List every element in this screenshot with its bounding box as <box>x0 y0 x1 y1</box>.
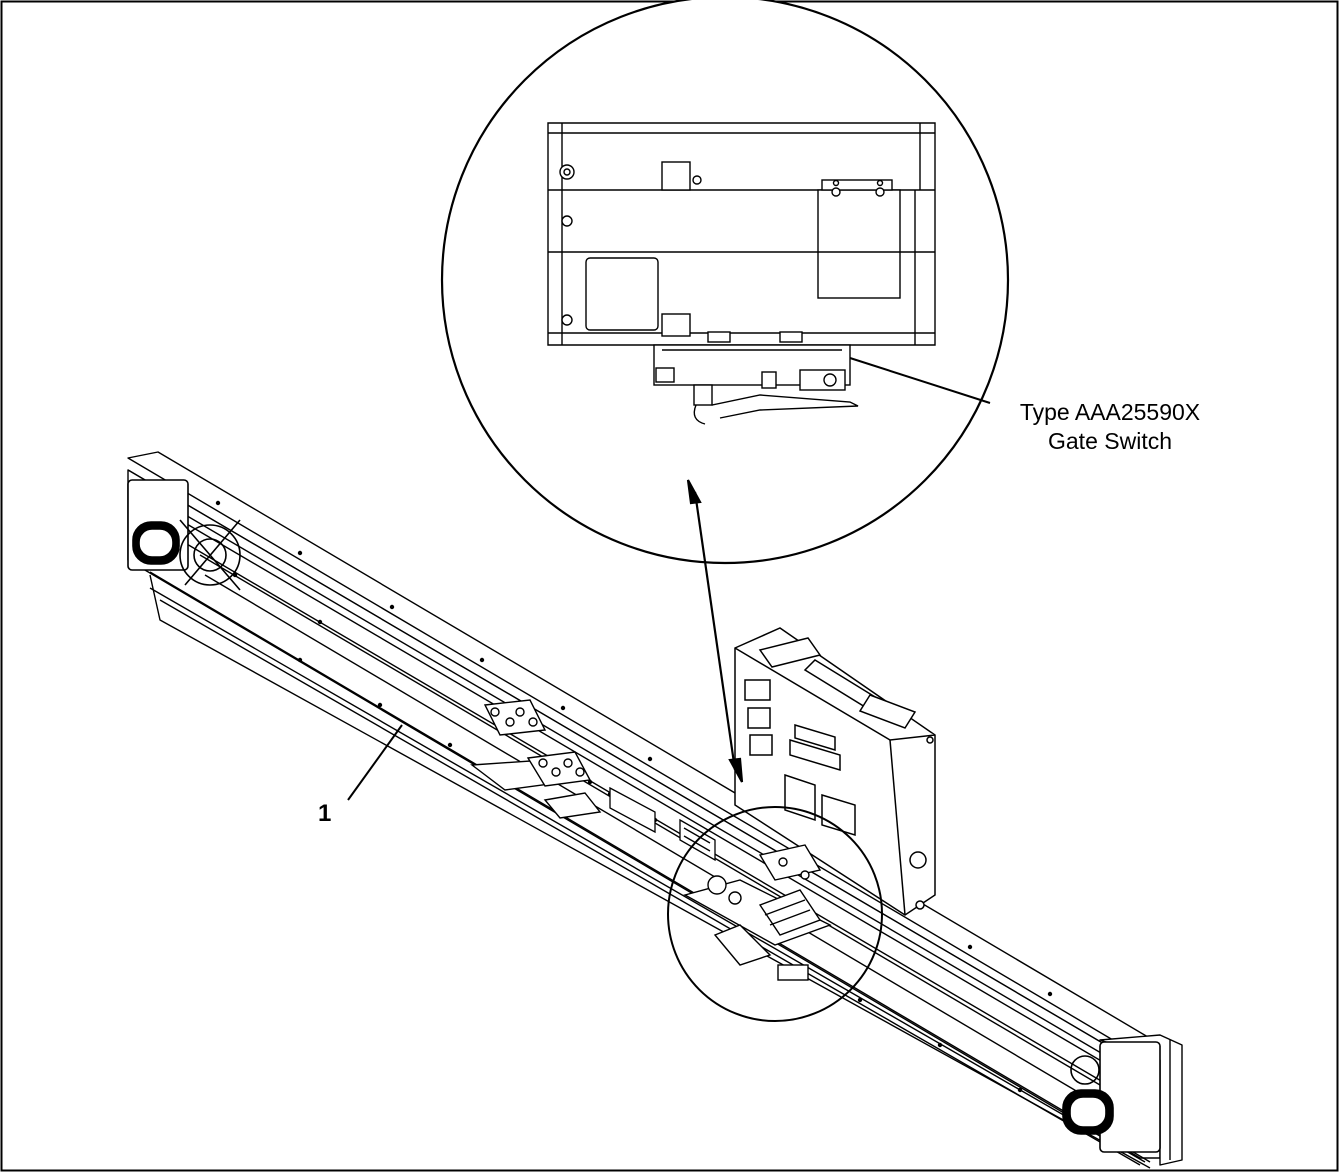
detail-link-arrow <box>686 479 744 783</box>
right-pulley <box>1062 1041 1161 1153</box>
gate-switch-on-rail <box>683 844 832 981</box>
gate-switch-callout: Type AAA25590X Gate Switch <box>985 398 1235 456</box>
reference-leader-line <box>347 724 403 801</box>
callout-leader-line <box>849 357 991 404</box>
header-assembly <box>127 451 1183 1169</box>
left-pulley <box>127 479 241 591</box>
detail-indicator-circle <box>667 806 883 1022</box>
hanger-clamps <box>470 699 602 819</box>
control-box <box>734 627 936 916</box>
callout-line-1: Type AAA25590X <box>1019 399 1201 425</box>
reference-number-label: 1 <box>318 800 332 827</box>
callout-line-2: Gate Switch <box>1048 428 1172 454</box>
magnified-detail <box>440 0 1010 565</box>
